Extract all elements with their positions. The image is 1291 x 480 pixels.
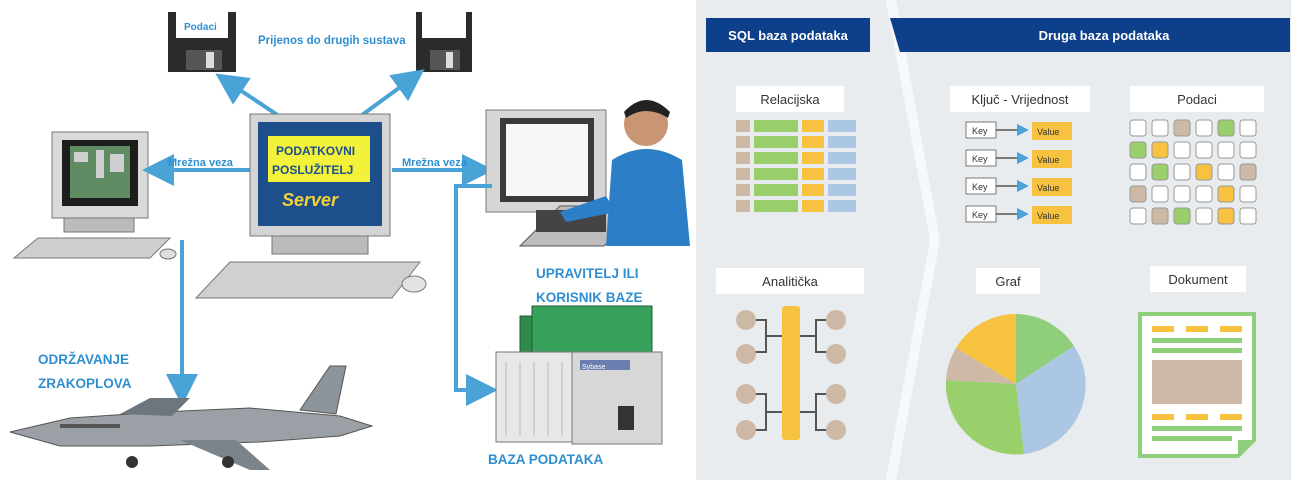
graph-label-box <box>976 268 1040 294</box>
analytical-label: Analitička <box>762 274 818 289</box>
relational-label: Relacijska <box>760 92 820 107</box>
graph-label: Graf <box>995 274 1021 289</box>
other-header: Druga baza podataka <box>1039 28 1171 43</box>
database-label: BAZA PODATAKA <box>488 452 603 467</box>
server-word: Server <box>282 190 339 210</box>
other-header-bar <box>890 18 1290 52</box>
relational-label-box <box>736 86 844 112</box>
server-computer-icon: PODATKOVNI POSLUŽITELJ Server <box>194 113 427 299</box>
key-text-3: Key <box>972 182 988 192</box>
key-value-icon: Key Value Key Value Key Value <box>965 121 1072 224</box>
relational-table-icon <box>736 120 856 212</box>
person-icon <box>560 100 690 246</box>
value-text-1: Value <box>1037 127 1059 137</box>
left-network-diagram: Podaci Prijenos do drugih sustava Mr <box>9 12 690 470</box>
analytical-icon <box>736 306 846 440</box>
data-label-box <box>1130 86 1264 112</box>
key-text-1: Key <box>972 126 988 136</box>
floppy-label: Podaci <box>184 22 217 33</box>
admin-label-1: UPRAVITELJ ILI <box>536 266 639 281</box>
value-text-4: Value <box>1037 211 1059 221</box>
key-value-label-box <box>950 86 1090 112</box>
maintenance-label-2: ZRAKOPLOVA <box>38 376 132 391</box>
workstation-computer-icon <box>12 131 177 260</box>
pie-chart-icon <box>945 314 1086 455</box>
network-link-label-right: Mrežna veza <box>402 157 468 169</box>
key-value-label: Ključ - Vrijednost <box>971 92 1068 107</box>
section-divider <box>886 0 940 480</box>
transfer-label: Prijenos do drugih sustava <box>258 35 406 47</box>
sql-header: SQL baza podataka <box>728 28 848 43</box>
right-database-types-diagram: SQL baza podataka Druga baza podataka Re… <box>696 0 1291 480</box>
database-brand: Sybase <box>582 364 605 371</box>
server-label-2: POSLUŽITELJ <box>272 162 353 177</box>
arrow-to-floppy-right <box>356 69 425 120</box>
arrow-to-floppy-left <box>215 73 284 120</box>
network-link-label-left: Mrežna veza <box>168 157 234 169</box>
value-text-3: Value <box>1037 183 1059 193</box>
data-grid-icon <box>1129 119 1257 225</box>
database-server-icon: Sybase <box>495 305 663 445</box>
fighter-jet-icon <box>9 365 374 470</box>
document-icon <box>1138 312 1256 458</box>
admin-label-2: KORISNIK BAZE <box>536 290 643 305</box>
floppy-disk-icon-2 <box>416 12 472 72</box>
arrow-to-database <box>454 184 498 406</box>
admin-user-workstation-icon <box>485 100 690 247</box>
key-text-2: Key <box>972 154 988 164</box>
server-label-1: PODATKOVNI <box>276 144 355 158</box>
data-label: Podaci <box>1177 92 1217 107</box>
document-label-box <box>1150 266 1246 292</box>
analytical-label-box <box>716 268 864 294</box>
document-label: Dokument <box>1168 272 1228 287</box>
maintenance-label-1: ODRŽAVANJE <box>38 352 129 367</box>
sql-header-bar <box>706 18 870 52</box>
floppy-disk-icon: Podaci <box>168 12 236 72</box>
value-text-2: Value <box>1037 155 1059 165</box>
key-text-4: Key <box>972 210 988 220</box>
